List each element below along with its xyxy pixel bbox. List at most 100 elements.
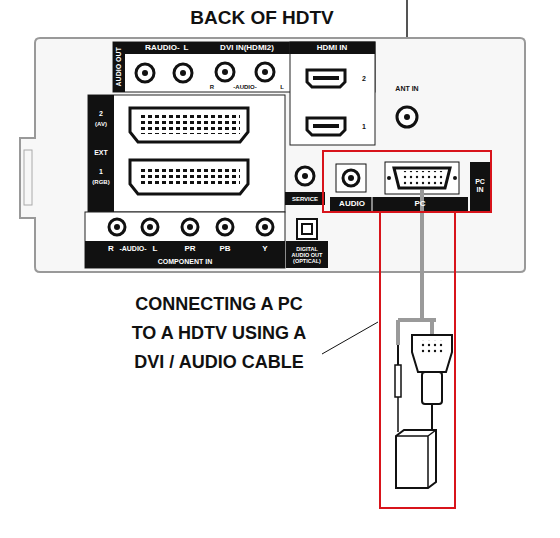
port-label: COMPONENT IN	[158, 258, 212, 266]
jack-pin	[222, 224, 228, 230]
audio-plug-body	[395, 365, 401, 397]
hdmi-port	[307, 70, 345, 87]
vga-port	[394, 168, 450, 188]
vga-screw	[387, 176, 391, 180]
scart-socket	[130, 108, 248, 142]
antenna-jack	[397, 107, 417, 127]
ext-bar	[88, 95, 114, 212]
hdmi-contacts	[313, 76, 339, 80]
service-jack	[296, 167, 314, 185]
jack-pin	[222, 69, 228, 75]
vga-pins	[401, 171, 443, 185]
dvi-header	[205, 42, 290, 54]
vga-frame	[385, 162, 459, 194]
tv-back-panel	[20, 38, 525, 272]
vga-lead	[431, 404, 433, 432]
port-label: PC IN	[473, 178, 487, 193]
vga-screw	[453, 176, 457, 180]
pc-audio-jack	[343, 170, 359, 186]
jack-pin	[180, 70, 186, 76]
port-label: AUDIO OUT	[115, 47, 123, 86]
title: BACK OF HDTV	[190, 8, 334, 29]
rca-jack	[216, 63, 234, 81]
jack-pin	[262, 224, 268, 230]
port-label: PC	[414, 200, 425, 209]
rca-jack	[136, 64, 154, 82]
port-label: L	[153, 245, 158, 254]
jack-pin	[348, 175, 354, 181]
rca-jacks	[136, 63, 274, 82]
adapter-edges	[396, 430, 436, 488]
scart-pins	[138, 114, 240, 134]
leader-line	[322, 322, 378, 354]
service-label-bar	[285, 192, 325, 205]
rca-jack	[182, 219, 198, 235]
port-label: R	[108, 245, 114, 254]
pc-in-bar	[330, 197, 468, 211]
component-frame	[85, 212, 285, 268]
port-label: (AV)	[95, 121, 107, 128]
jack-pin	[114, 224, 120, 230]
pc-in-panel: PC IN AUDIO PC	[322, 150, 492, 213]
optical-port	[297, 219, 317, 239]
hdmi-frame	[290, 42, 375, 145]
component-jacks	[109, 219, 273, 235]
port-label: EXT	[94, 149, 108, 157]
pc-in-tag	[470, 162, 490, 211]
optical-label-bar	[286, 241, 328, 268]
port-label: Y	[262, 245, 267, 254]
port-label: ANT IN	[395, 85, 418, 93]
rca-jack	[174, 64, 192, 82]
adapter-box	[396, 430, 436, 488]
port-label: AUDIO	[339, 200, 365, 209]
rca-jack	[142, 219, 158, 235]
bar-divider	[372, 197, 373, 211]
rca-jack	[217, 219, 233, 235]
port-label: R	[210, 84, 214, 91]
jack-pin	[147, 224, 153, 230]
port-label: DVI IN(HDMI2)	[220, 44, 274, 53]
highlight-outline	[380, 213, 455, 508]
audio-lead	[397, 397, 399, 432]
port-label: -AUDIO-	[233, 84, 256, 91]
vga-plug-shell	[412, 335, 452, 372]
port-label: 1	[362, 123, 366, 131]
component-bar	[85, 241, 285, 268]
rca-jack	[109, 219, 125, 235]
port-label: PR	[184, 245, 195, 254]
port-label: (RGB)	[92, 179, 109, 186]
antenna-cable	[406, 0, 408, 38]
hdmi-header	[290, 42, 375, 54]
audio-out-bar	[113, 42, 125, 92]
port-label: L	[184, 44, 189, 53]
jack-pin	[142, 70, 148, 76]
jack-pin	[404, 114, 410, 120]
audio-out-header	[125, 42, 205, 54]
jack-pin	[262, 69, 268, 75]
rca-jack	[256, 63, 274, 81]
port-label: 1	[99, 168, 103, 176]
cable	[398, 190, 436, 345]
audio-plug-tip	[397, 345, 399, 365]
scart-pins	[138, 166, 240, 186]
port-label: L	[280, 84, 284, 91]
audio-jack-frame	[336, 164, 366, 192]
port-label: 2	[362, 75, 366, 83]
port-label: -AUDIO-	[119, 245, 146, 253]
vga-plug-boot	[422, 372, 442, 404]
port-label: HDMI IN	[317, 44, 348, 53]
caption: CONNECTING A PC TO A HDTV USING A DVI / …	[124, 290, 314, 377]
port-label: SERVICE	[292, 196, 318, 203]
jack-pin	[187, 224, 193, 230]
hdmi-contacts	[313, 124, 339, 128]
port-label: -AUDIO-	[148, 44, 179, 53]
panel-slot	[24, 150, 32, 205]
scart-socket	[130, 160, 248, 194]
ext-frame	[88, 95, 285, 212]
jack-pin	[302, 173, 308, 179]
rca-jack	[257, 219, 273, 235]
optical-aperture	[302, 224, 312, 234]
